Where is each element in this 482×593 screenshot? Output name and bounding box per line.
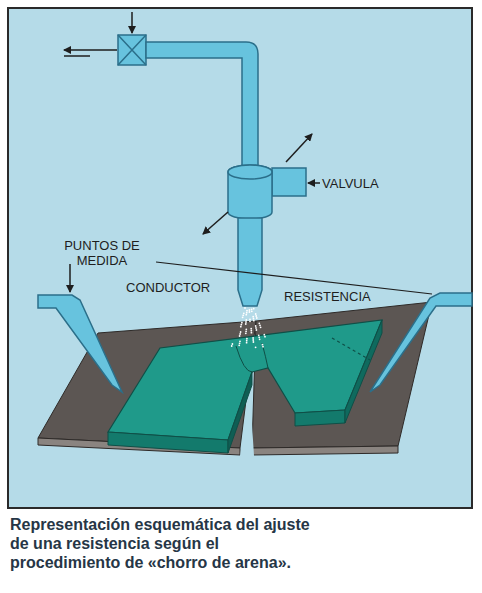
- sand-jet: [258, 322, 260, 324]
- sand-jet: [239, 340, 241, 342]
- sand-jet: [231, 307, 266, 348]
- sand-jet: [245, 314, 247, 316]
- sand-jet: [255, 346, 257, 348]
- sand-jet: [255, 325, 257, 327]
- sand-jet: [256, 317, 258, 319]
- blast-nozzle: [118, 35, 146, 65]
- sand-jet: [258, 336, 260, 338]
- sand-jet: [263, 334, 265, 336]
- blast-nozzle: [118, 35, 306, 306]
- flow-arrows: [64, 49, 117, 51]
- sand-jet: [251, 310, 253, 312]
- sand-jet: [259, 338, 261, 340]
- sand-jet: [246, 338, 248, 340]
- sand-jet: [242, 314, 244, 316]
- sand-jet: [249, 311, 251, 313]
- sand-jet: [245, 319, 247, 321]
- sand-jet: [253, 318, 255, 320]
- blast-nozzle: [272, 168, 306, 196]
- sand-jet: [252, 316, 254, 318]
- sand-jet: [251, 308, 253, 310]
- flow-arrows: [69, 264, 71, 292]
- sand-jet: [245, 330, 247, 332]
- blast-nozzle: [146, 42, 258, 170]
- flow-arrows: [308, 182, 320, 184]
- blast-nozzle: [118, 35, 146, 65]
- sand-jet: [260, 326, 262, 328]
- sand-jet: [249, 318, 251, 320]
- blast-nozzle: [228, 165, 272, 179]
- resistor-film: [332, 338, 370, 360]
- sand-jet: [251, 332, 253, 334]
- flow-arrows: [131, 12, 133, 33]
- sand-jet: [246, 310, 248, 312]
- sand-jet: [262, 346, 264, 348]
- sand-jet: [252, 337, 254, 339]
- sand-jet: [231, 345, 233, 347]
- sand-jet: [258, 334, 260, 336]
- sand-jet: [239, 342, 241, 344]
- resistor-film: [108, 432, 228, 453]
- conductor-label: CONDUCTOR: [126, 280, 236, 295]
- sand-jet: [255, 313, 257, 315]
- sand-jet: [246, 312, 248, 314]
- sand-jet: [262, 344, 264, 346]
- measuring-probes: [38, 293, 472, 392]
- resistor-film: [108, 320, 382, 440]
- conductor-plate: [252, 446, 398, 455]
- conductor-plate: [38, 302, 432, 456]
- sand-jet: [245, 328, 247, 330]
- sand-jet: [253, 320, 255, 322]
- blast-nozzle: [238, 218, 262, 306]
- sand-jet: [246, 342, 248, 344]
- resistor-label: RESISTENCIA: [284, 289, 404, 304]
- measuring-probes: [370, 293, 472, 392]
- sand-jet: [245, 332, 247, 334]
- measuring-probes: [38, 295, 122, 392]
- sand-jet: [240, 331, 242, 333]
- measuring-points-label: PUNTOS DE MEDIDA: [50, 238, 154, 268]
- sand-jet: [244, 307, 246, 309]
- sand-jet: [253, 341, 255, 343]
- sand-jet: [255, 327, 257, 329]
- sand-jet: [238, 344, 240, 346]
- sand-jet: [243, 312, 245, 314]
- figure-caption: Representación esquemática del ajuste de…: [10, 515, 330, 572]
- sand-jet: [253, 308, 255, 310]
- flow-arrows: [203, 212, 228, 234]
- sand-jet: [240, 324, 242, 326]
- sand-jet: [264, 336, 266, 338]
- sand-jet: [250, 328, 252, 330]
- sand-jet: [240, 326, 242, 328]
- resistor-film: [345, 320, 382, 423]
- sand-jet: [256, 329, 258, 331]
- sand-jet: [242, 316, 244, 318]
- resistor-film: [295, 410, 345, 426]
- blast-nozzle: [228, 165, 272, 219]
- sand-jet: [232, 343, 234, 345]
- resistor-film: [236, 343, 268, 372]
- sand-jet: [259, 324, 261, 326]
- sand-jet: [245, 321, 247, 323]
- flow-arrows: [64, 55, 90, 57]
- flow-arrows: [286, 134, 312, 162]
- resistor-film: [228, 372, 252, 453]
- sand-jet: [239, 335, 241, 337]
- panel-ground: [8, 8, 472, 508]
- resistor-film: [108, 320, 382, 453]
- sand-jet: [246, 340, 248, 342]
- sand-jet: [252, 339, 254, 341]
- sand-jet: [239, 333, 241, 335]
- sand-jet: [255, 315, 257, 317]
- sand-jet: [245, 323, 247, 325]
- valve-label: VALVULA: [322, 176, 432, 191]
- sand-jet: [250, 330, 252, 332]
- sand-jet: [249, 320, 251, 322]
- sand-jet: [249, 309, 251, 311]
- sand-jet: [241, 322, 243, 324]
